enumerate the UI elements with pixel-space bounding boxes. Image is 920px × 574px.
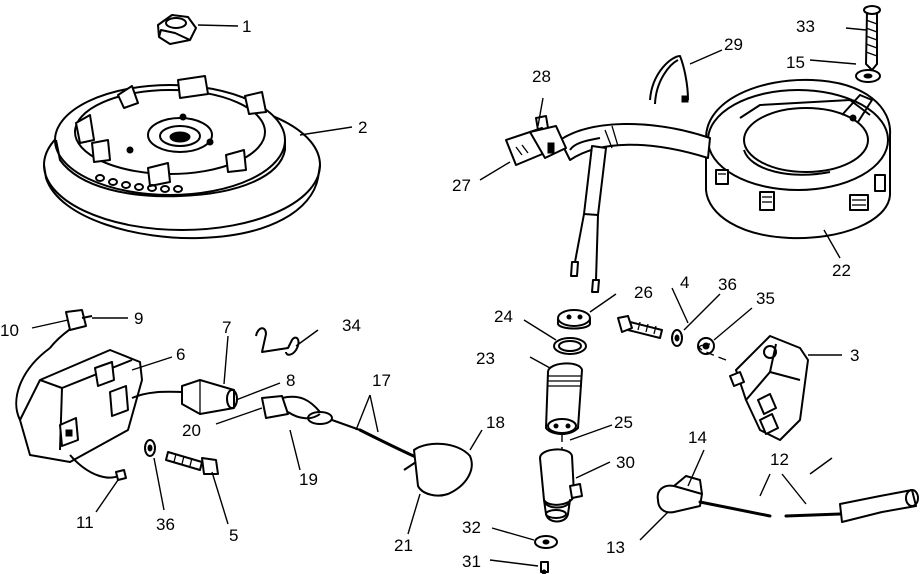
stator: [705, 78, 892, 240]
callout-labels: 1 2 3 4 5 6 7 8 9 10 11 12 13 14 15 17 1…: [0, 17, 859, 571]
callout-36-lower: 36: [156, 515, 175, 534]
seal-32: [534, 535, 558, 549]
tie-strap: [649, 55, 689, 105]
power-pack: [15, 309, 186, 481]
callout-20: 20: [182, 421, 201, 440]
lock-washer-lower: [144, 439, 156, 457]
callout-32: 32: [462, 518, 481, 537]
callout-7: 7: [222, 318, 231, 337]
callout-8: 8: [286, 371, 295, 390]
callout-6: 6: [176, 345, 185, 364]
callout-36-upper: 36: [718, 275, 737, 294]
callout-1: 1: [242, 17, 251, 36]
callout-18: 18: [486, 413, 505, 432]
callout-31: 31: [462, 552, 481, 571]
stator-washer: [855, 69, 881, 83]
callout-34: 34: [342, 316, 361, 335]
callout-22: 22: [832, 261, 851, 280]
connector-plug-30: [539, 448, 583, 523]
callout-19: 19: [299, 470, 318, 489]
callout-29: 29: [724, 35, 743, 54]
callout-15: 15: [786, 53, 805, 72]
callout-24: 24: [494, 307, 513, 326]
grommet-26: [557, 309, 591, 330]
o-ring-24: [553, 337, 587, 355]
callout-35: 35: [756, 289, 775, 308]
callout-5: 5: [229, 526, 238, 545]
callout-13: 13: [606, 538, 625, 557]
lock-washer-upper: [671, 329, 683, 347]
stator-screw: [863, 5, 881, 71]
callout-30: 30: [616, 453, 635, 472]
callout-3: 3: [850, 346, 859, 365]
callout-17: 17: [372, 371, 391, 390]
callout-2: 2: [358, 118, 367, 137]
leader-lines: [31, 24, 867, 567]
connector-shell-23: [545, 362, 583, 452]
callout-11: 11: [76, 513, 94, 532]
callout-23: 23: [476, 349, 495, 368]
callout-28: 28: [532, 67, 551, 86]
pin-31: [540, 561, 549, 574]
callout-12: 12: [770, 450, 789, 469]
secondary-lead: [261, 395, 473, 497]
coil-screw: [617, 315, 663, 339]
callout-27: 27: [452, 176, 471, 195]
high-tension-lead: [656, 475, 919, 523]
callout-4: 4: [680, 273, 689, 292]
pack-connector: [181, 379, 238, 415]
ignition-coil: [698, 335, 809, 441]
callout-21: 21: [394, 536, 413, 555]
callout-9: 9: [134, 309, 143, 328]
pack-screw: [165, 451, 219, 475]
retaining-clip: [255, 327, 300, 356]
flywheel: [43, 75, 321, 240]
callout-33: 33: [796, 17, 815, 36]
flywheel-nut: [157, 14, 197, 45]
callout-10: 10: [0, 321, 19, 340]
callout-25: 25: [614, 413, 633, 432]
callout-26: 26: [634, 283, 653, 302]
callout-14: 14: [688, 428, 707, 447]
stator-harness: [505, 115, 711, 293]
